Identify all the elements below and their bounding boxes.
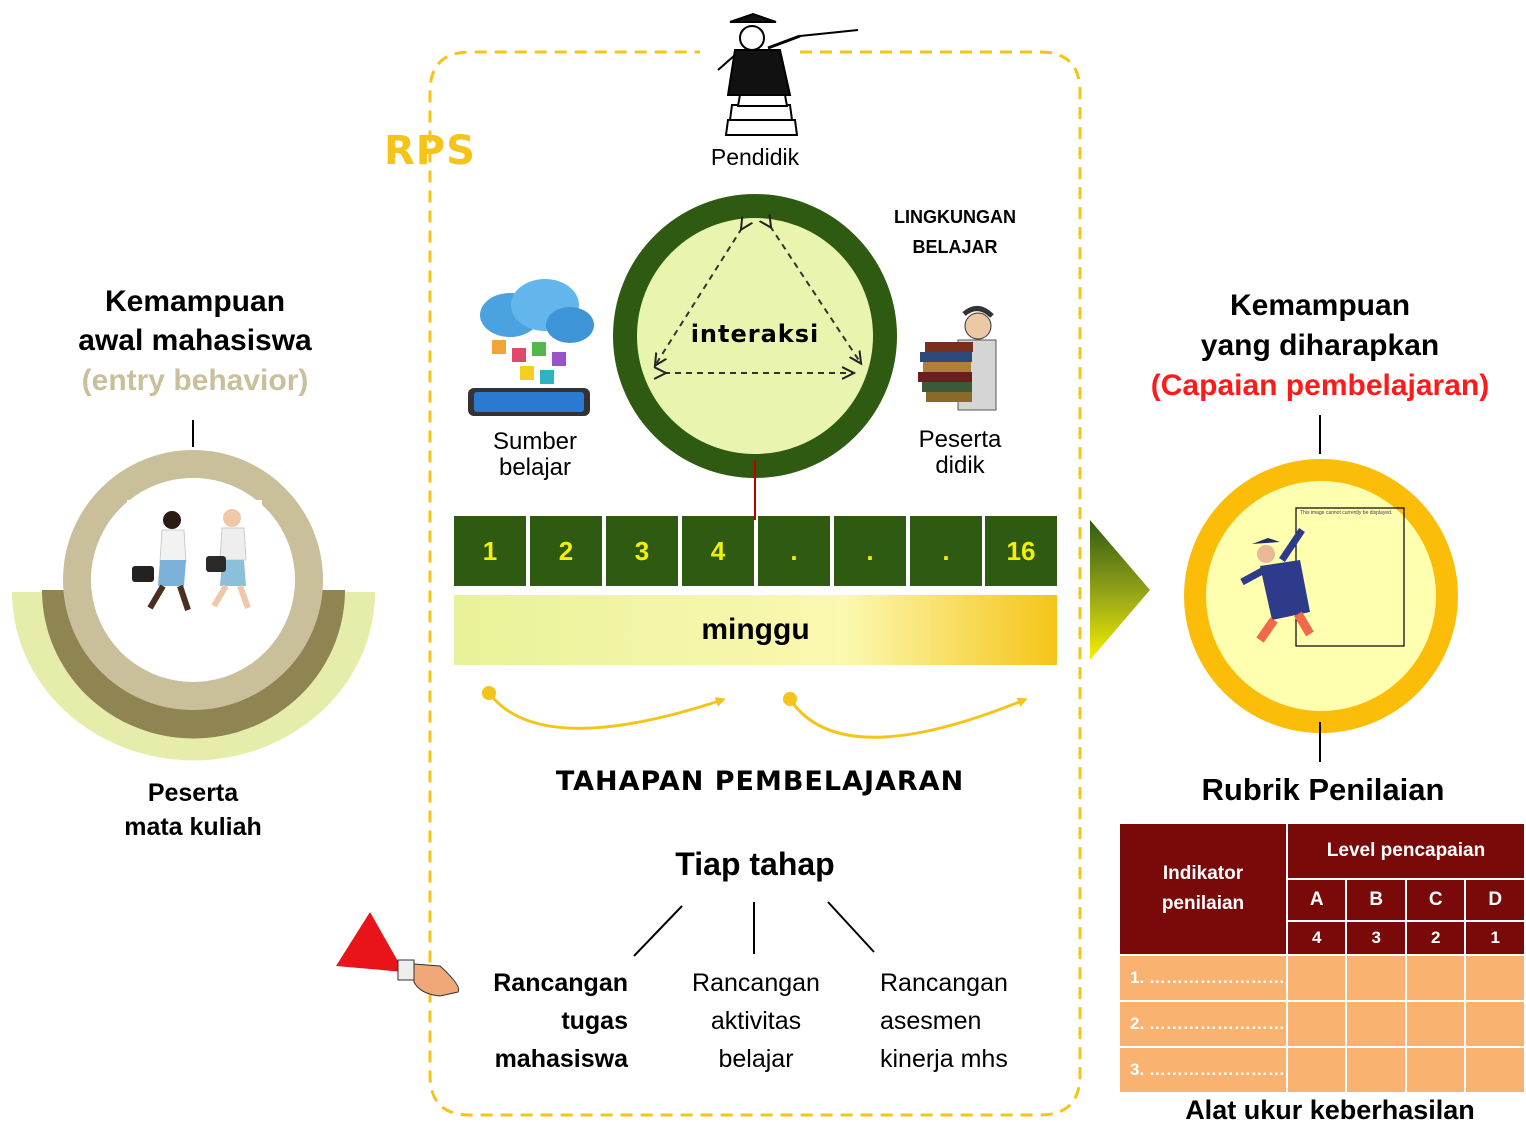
week-cell-1: 1: [454, 516, 526, 586]
rubrik-table: Indikator penilaian Level pencapaian A B…: [1118, 822, 1526, 1094]
graduate-jumping-icon: [1240, 528, 1314, 643]
branch-lines: [633, 901, 875, 957]
week-cell-4: 4: [682, 516, 754, 586]
left-bottom-line1: Peserta: [147, 779, 239, 807]
left-title-entry-behavior: (entry behavior): [81, 364, 309, 397]
level-a: A: [1285, 878, 1348, 922]
asesmen-line2: asesmen: [880, 1007, 982, 1035]
minggu-bar: [454, 595, 1057, 665]
score-4: 4: [1285, 920, 1348, 956]
table-row: 3. ……………………: [1118, 1046, 1526, 1094]
cloud-phone-icon: [468, 279, 594, 416]
tugas-line1: Rancangan: [493, 969, 628, 997]
table-row: 2. ……………………: [1118, 1000, 1526, 1048]
image-placeholder-text: This image cannot currently be displayed…: [1300, 510, 1393, 516]
lingkungan-line2: BELAJAR: [912, 237, 998, 257]
aktivitas-line2: aktivitas: [710, 1007, 802, 1035]
week-cell-dot-2: .: [834, 516, 906, 586]
asesmen-line1: Rancangan: [880, 969, 1008, 997]
minggu-label: minggu: [701, 613, 810, 646]
arrow-right-diagonal: [770, 226, 860, 362]
sumber-line1: Sumber: [492, 428, 578, 455]
rancangan-aktivitas: Rancangan aktivitas belajar: [676, 964, 836, 1078]
tugas-line3: mahasiswa: [494, 1045, 628, 1073]
score-3: 3: [1345, 920, 1407, 956]
left-bottom-line2: mata kuliah: [124, 813, 262, 841]
week-cell-16: 16: [985, 516, 1057, 586]
interaction-circle-group: [613, 194, 897, 520]
rancangan-tugas: Rancangan tugas mahasiswa: [460, 964, 628, 1078]
right-title-capaian: (Capaian pembelajaran): [1150, 369, 1490, 402]
score-1: 1: [1464, 920, 1526, 956]
pointing-hand-icon: [336, 912, 460, 997]
level-header: Level pencapaian: [1286, 822, 1526, 880]
stage-curved-arrows: [482, 686, 1028, 739]
level-d: D: [1464, 878, 1526, 922]
indikator-line2: penilaian: [1161, 893, 1245, 914]
right-title-line1: Kemampuan: [1229, 289, 1411, 322]
left-title-line2: awal mahasiswa: [78, 324, 312, 357]
alat-ukur-label: Alat ukur keberhasilan: [1185, 1095, 1475, 1125]
indikator-row-2: 2. ……………………: [1118, 1000, 1288, 1048]
tahapan-label: TAHAPAN PEMBELAJARAN: [555, 766, 965, 797]
peserta-didik-line1: Peserta: [918, 426, 1002, 453]
interaksi-label: interaksi: [690, 320, 820, 348]
table-row: 1. ……………………: [1118, 954, 1526, 1002]
lingkungan-line1: LINGKUNGAN: [894, 207, 1016, 227]
peserta-didik-line2: didik: [935, 452, 985, 479]
level-b: B: [1345, 878, 1407, 922]
asesmen-line3: kinerja mhs: [880, 1045, 1008, 1073]
week-cell-dot-1: .: [758, 516, 830, 586]
left-ring-group: [12, 420, 375, 761]
pendidik-label: Pendidik: [710, 144, 800, 170]
student-books-icon: [918, 306, 997, 411]
indikator-row-3: 3. ……………………: [1118, 1046, 1288, 1094]
walking-students-icon: [127, 500, 262, 618]
aktivitas-line3: belajar: [718, 1045, 794, 1073]
arrow-left-diagonal: [656, 228, 742, 364]
sumber-line2: belajar: [498, 454, 572, 481]
tugas-line2: tugas: [561, 1007, 628, 1035]
indikator-row-1: 1. ……………………: [1118, 954, 1288, 1002]
indikator-line1: Indikator: [1162, 863, 1244, 884]
rps-dashed-frame: [428, 50, 1082, 1117]
score-2: 2: [1404, 920, 1467, 956]
week-cell-3: 3: [606, 516, 678, 586]
left-title-line1: Kemampuan: [104, 285, 286, 318]
right-gold-circle-group: [1184, 415, 1458, 762]
right-title-line2: yang diharapkan: [1200, 329, 1440, 362]
progress-arrow: [1090, 520, 1150, 660]
week-cell-dot-3: .: [910, 516, 982, 586]
week-cell-2: 2: [530, 516, 602, 586]
indikator-header: Indikator penilaian: [1118, 822, 1288, 956]
left-ring: [63, 450, 323, 710]
tiap-tahap-label: Tiap tahap: [675, 846, 835, 882]
rubrik-label: Rubrik Penilaian: [1201, 772, 1445, 807]
rancangan-asesmen: Rancangan asesmen kinerja mhs: [880, 964, 1060, 1078]
professor-icon: [717, 12, 859, 136]
aktivitas-line1: Rancangan: [692, 969, 820, 997]
level-c: C: [1404, 878, 1467, 922]
rps-label: RPS: [384, 128, 476, 174]
